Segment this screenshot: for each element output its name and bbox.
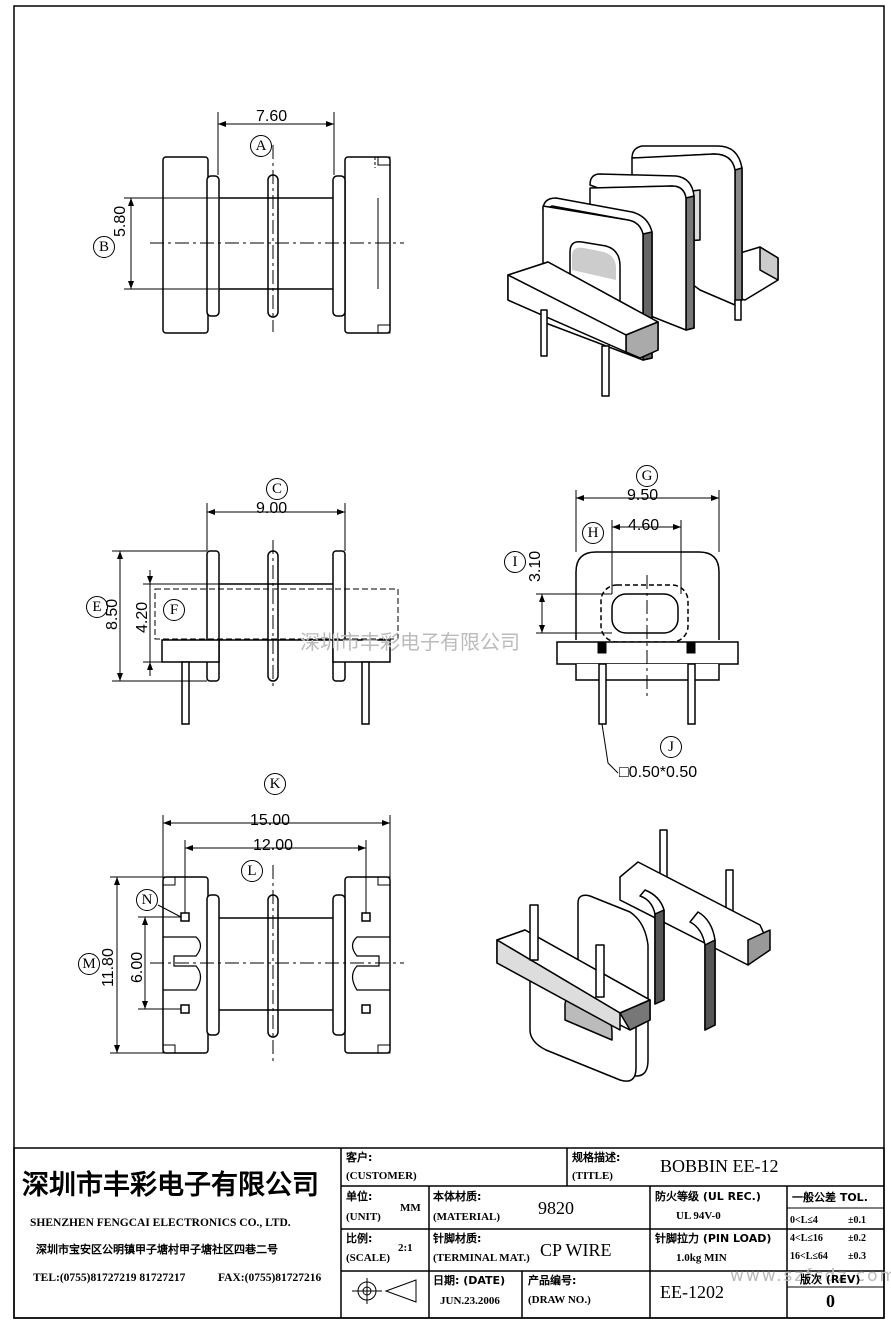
label-h-circle: H bbox=[582, 522, 604, 544]
scale-label-en: (SCALE) bbox=[346, 1252, 391, 1264]
company-name-en: SHENZHEN FENGCAI ELECTRONICS CO., LTD. bbox=[30, 1217, 291, 1229]
tol-value-1: ±0.1 bbox=[848, 1215, 866, 1226]
customer-label-en: (CUSTOMER) bbox=[346, 1170, 417, 1182]
dim-side-width: 9.50 bbox=[627, 487, 659, 504]
dim-top-height: 5.80 bbox=[112, 205, 129, 237]
label-n-circle: N bbox=[136, 889, 158, 911]
material-value: 9820 bbox=[538, 1198, 574, 1218]
tol-value-3: ±0.3 bbox=[848, 1251, 866, 1262]
bottom-view bbox=[162, 876, 391, 1054]
material-label-cn: 本体材质: bbox=[433, 1190, 482, 1203]
watermark-url: www.szfcdz.com bbox=[730, 1266, 891, 1286]
watermark-text: 深圳市丰彩电子有限公司 bbox=[300, 630, 520, 654]
tol-range-2: 4<L≤16 bbox=[790, 1233, 823, 1244]
label-b-circle: B bbox=[93, 236, 115, 258]
front-view-dims bbox=[112, 503, 399, 690]
label-j-circle: J bbox=[660, 736, 682, 758]
drawno-label-en: (DRAW NO.) bbox=[528, 1294, 591, 1306]
projection-symbol bbox=[352, 1278, 417, 1304]
side-view-dims bbox=[536, 490, 720, 774]
dim-bottom-inner: 12.00 bbox=[253, 837, 294, 854]
terminal-label-en: (TERMINAL MAT.) bbox=[433, 1252, 530, 1264]
dim-bottom-pin: 6.00 bbox=[129, 951, 146, 983]
unit-label-cn: 单位: bbox=[346, 1190, 373, 1203]
label-k-circle: K bbox=[264, 773, 286, 795]
label-i-circle: I bbox=[504, 551, 526, 573]
bottom-view-dims bbox=[110, 815, 404, 1062]
dim-front-width: 9.00 bbox=[256, 500, 288, 517]
ul-label: 防火等级 (UL REC.) bbox=[655, 1190, 761, 1203]
label-e-circle: E bbox=[86, 596, 108, 618]
scale-label-cn: 比例: bbox=[346, 1232, 373, 1245]
label-a-circle: A bbox=[250, 135, 272, 157]
date-label: 日期: (DATE) bbox=[433, 1274, 506, 1287]
terminal-value: CP WIRE bbox=[540, 1240, 612, 1260]
label-l-circle: L bbox=[241, 860, 263, 882]
tol-range-1: 0<L≤4 bbox=[790, 1215, 818, 1226]
dim-bottom-height: 11.80 bbox=[100, 948, 117, 987]
title-label-en: (TITLE) bbox=[572, 1170, 613, 1182]
terminal-label-cn: 针脚材质: bbox=[433, 1232, 482, 1245]
tolerance-header: 一般公差 TOL. bbox=[792, 1191, 868, 1204]
isometric-view-bottom bbox=[496, 829, 771, 1082]
material-label-en: (MATERIAL) bbox=[433, 1211, 501, 1223]
dim-side-inner: 4.60 bbox=[628, 517, 660, 534]
isometric-view-top bbox=[507, 145, 779, 397]
pinload-label: 针脚拉力 (PIN LOAD) bbox=[655, 1232, 772, 1245]
title-block-grid bbox=[13, 1147, 885, 1319]
dim-bottom-outer: 15.00 bbox=[250, 812, 291, 829]
scale-value: 2:1 bbox=[398, 1242, 413, 1254]
label-c-circle: C bbox=[266, 478, 288, 500]
tol-range-3: 16<L≤64 bbox=[790, 1251, 828, 1262]
drawno-value: EE-1202 bbox=[660, 1282, 724, 1302]
dim-top-width: 7.60 bbox=[256, 108, 288, 125]
rev-label: 版次 (REV) bbox=[800, 1273, 861, 1286]
company-tel: TEL:(0755)81727219 81727217 bbox=[33, 1272, 186, 1284]
label-m-circle: M bbox=[78, 953, 100, 975]
dim-pin-size: □0.50*0.50 bbox=[619, 764, 698, 781]
title-value: BOBBIN EE-12 bbox=[660, 1156, 779, 1176]
date-value: JUN.23.2006 bbox=[440, 1295, 500, 1307]
label-f-circle: F bbox=[163, 599, 185, 621]
dim-side-height: 3.10 bbox=[527, 550, 544, 582]
top-view-dims bbox=[124, 112, 404, 332]
label-g-circle: G bbox=[636, 465, 658, 487]
unit-label-en: (UNIT) bbox=[346, 1211, 381, 1223]
company-name-cn: 深圳市丰彩电子有限公司 bbox=[22, 1170, 319, 1201]
ul-value: UL 94V-0 bbox=[676, 1210, 721, 1222]
dim-front-inner: 4.20 bbox=[134, 601, 151, 633]
top-view bbox=[162, 156, 391, 334]
title-label-cn: 规格描述: bbox=[572, 1151, 621, 1164]
tol-value-2: ±0.2 bbox=[848, 1233, 866, 1244]
rev-value: 0 bbox=[826, 1291, 835, 1311]
pinload-value: 1.0kg MIN bbox=[676, 1252, 727, 1264]
company-address: 深圳市宝安区公明镇甲子塘村甲子塘社区四巷二号 bbox=[36, 1243, 278, 1256]
unit-value: MM bbox=[400, 1202, 421, 1214]
customer-label-cn: 客户: bbox=[346, 1151, 373, 1164]
company-fax: FAX:(0755)81727216 bbox=[218, 1272, 322, 1284]
drawno-label-cn: 产品编号: bbox=[528, 1274, 577, 1287]
